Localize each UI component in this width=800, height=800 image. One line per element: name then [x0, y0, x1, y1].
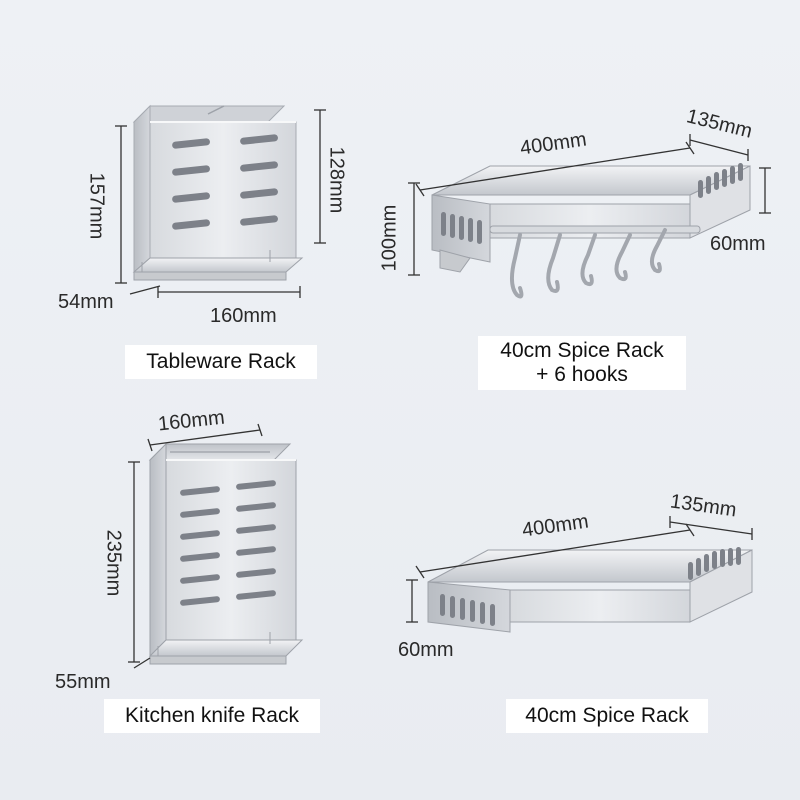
spice-rack-illustration [427, 547, 753, 633]
spice-hooks-caption-line2: + 6 hooks [536, 363, 628, 386]
spice-hooks-dimension-lines [408, 134, 771, 276]
tableware-width-label: 160mm [210, 305, 277, 327]
knife-depth-label: 55mm [55, 671, 111, 693]
hooks [510, 228, 667, 299]
tableware-rack-illustration [132, 104, 304, 281]
spice-rack-hooks-illustration [431, 163, 751, 299]
spice-height-label: 60mm [398, 639, 454, 661]
tableware-inner-height-label: 128mm [325, 146, 348, 214]
spice-hooks-height-label: 100mm [378, 204, 401, 272]
spice-caption: 40cm Spice Rack [506, 699, 708, 733]
spice-hooks-caption: 40cm Spice Rack + 6 hooks [478, 336, 686, 390]
spice-hooks-caption-line1: 40cm Spice Rack [500, 339, 664, 362]
tableware-caption: Tableware Rack [125, 345, 317, 379]
spice-hooks-side-height-label: 60mm [710, 233, 766, 255]
knife-dimension-lines [128, 423, 263, 669]
spice-dimension-lines [406, 516, 753, 623]
tableware-dimension-lines [115, 109, 326, 298]
knife-height-label: 235mm [102, 529, 125, 597]
knife-rack-illustration [148, 442, 304, 665]
knife-caption: Kitchen knife Rack [104, 699, 320, 733]
tableware-height-label: 157mm [85, 172, 108, 240]
tableware-depth-label: 54mm [58, 291, 114, 313]
